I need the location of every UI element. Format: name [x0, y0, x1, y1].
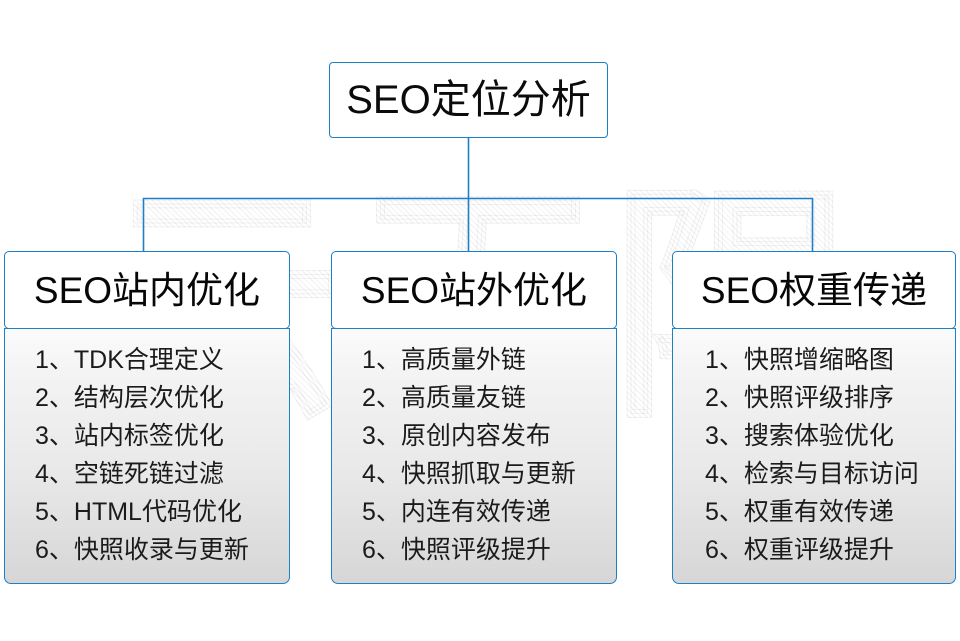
branch-item-list-2: 1、高质量外链 2、高质量友链 3、原创内容发布 4、快照抓取与更新 5、内连有… — [332, 341, 576, 569]
root-node-label: SEO定位分析 — [346, 78, 591, 122]
branch-item-list-3: 1、快照增缩略图 2、快照评级排序 3、搜索体验优化 4、检索与目标访问 5、权… — [673, 341, 919, 569]
list-item: 3、原创内容发布 — [362, 422, 551, 450]
list-item: 6、快照评级提升 — [362, 536, 551, 564]
list-item: 2、结构层次优化 — [35, 384, 224, 412]
branch-column-3: SEO权重传递 1、快照增缩略图 2、快照评级排序 3、搜索体验优化 4、检索与… — [672, 251, 956, 584]
list-item: 3、搜索体验优化 — [705, 422, 894, 450]
list-item: 6、权重评级提升 — [705, 536, 894, 564]
branch-header-1[interactable]: SEO站内优化 — [4, 251, 290, 329]
branch-header-3[interactable]: SEO权重传递 — [672, 251, 956, 329]
branch-header-label-1: SEO站内优化 — [33, 269, 261, 311]
list-item: 4、快照抓取与更新 — [362, 460, 576, 488]
root-node[interactable]: SEO定位分析 — [329, 62, 608, 138]
branch-body-2: 1、高质量外链 2、高质量友链 3、原创内容发布 4、快照抓取与更新 5、内连有… — [331, 328, 617, 584]
list-item: 5、权重有效传递 — [705, 498, 894, 526]
branch-column-2: SEO站外优化 1、高质量外链 2、高质量友链 3、原创内容发布 4、快照抓取与… — [331, 251, 617, 584]
branch-item-list-1: 1、TDK合理定义 2、结构层次优化 3、站内标签优化 4、空链死链过滤 5、H… — [5, 341, 249, 569]
list-item: 2、快照评级排序 — [705, 384, 894, 412]
list-item: 6、快照收录与更新 — [35, 536, 249, 564]
list-item: 1、快照增缩略图 — [705, 346, 894, 374]
branch-column-1: SEO站内优化 1、TDK合理定义 2、结构层次优化 3、站内标签优化 4、空链… — [4, 251, 290, 584]
list-item: 5、HTML代码优化 — [35, 498, 242, 526]
branch-header-2[interactable]: SEO站外优化 — [331, 251, 617, 329]
branch-header-label-2: SEO站外优化 — [360, 269, 588, 311]
list-item: 3、站内标签优化 — [35, 422, 224, 450]
branch-body-1: 1、TDK合理定义 2、结构层次优化 3、站内标签优化 4、空链死链过滤 5、H… — [4, 328, 290, 584]
list-item: 5、内连有效传递 — [362, 498, 551, 526]
list-item: 1、TDK合理定义 — [35, 346, 224, 374]
list-item: 4、空链死链过滤 — [35, 460, 224, 488]
list-item: 2、高质量友链 — [362, 384, 526, 412]
list-item: 4、检索与目标访问 — [705, 460, 919, 488]
branch-header-label-3: SEO权重传递 — [700, 269, 928, 311]
list-item: 1、高质量外链 — [362, 346, 526, 374]
branch-body-3: 1、快照增缩略图 2、快照评级排序 3、搜索体验优化 4、检索与目标访问 5、权… — [672, 328, 956, 584]
